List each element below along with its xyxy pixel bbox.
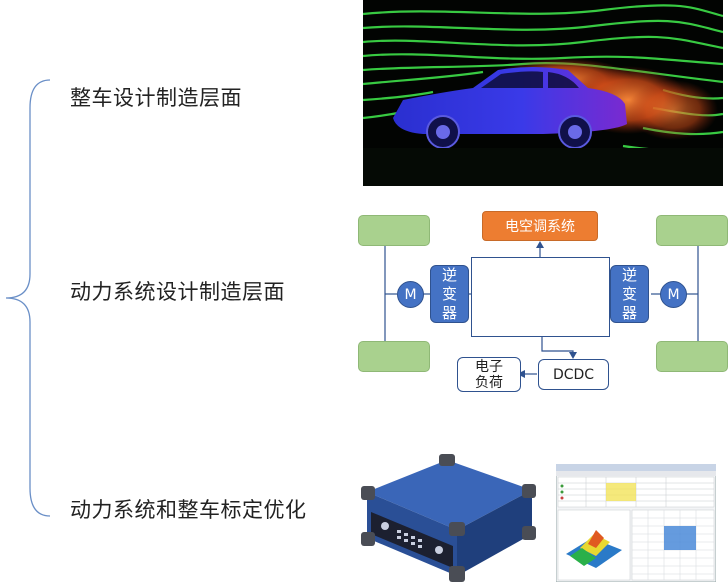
inverter-left-char-3: 器 [441, 303, 457, 322]
inverter-right-char-2: 变 [621, 284, 637, 303]
brace [5, 79, 51, 517]
wind-tunnel-photo [363, 0, 723, 186]
motor-right: M [660, 281, 687, 308]
inverter-right: 逆 变 器 [610, 265, 649, 323]
dcdc-box: DCDC [538, 359, 609, 390]
wheel-front-left [358, 215, 430, 246]
electronic-load-line-2: 负荷 [475, 374, 503, 391]
heading-vehicle-design: 整车设计制造层面 [70, 86, 242, 110]
wheel-front-right [656, 215, 728, 246]
calibration-software-screenshot [555, 463, 717, 583]
diagram-lines [384, 241, 699, 378]
motor-left: M [397, 281, 424, 308]
wheel-rear-left [358, 341, 430, 372]
inverter-left: 逆 变 器 [430, 265, 469, 323]
electronic-load-line-1: 电子 [475, 358, 503, 375]
ac-system-box: 电空调系统 [482, 211, 598, 241]
wheel-rear-right [656, 341, 728, 372]
heading-calibration: 动力系统和整车标定优化 [70, 498, 307, 522]
inverter-left-char-1: 逆 [441, 265, 457, 284]
inverter-right-char-1: 逆 [621, 265, 637, 284]
inverter-right-char-3: 器 [621, 303, 637, 322]
heading-powertrain-design: 动力系统设计制造层面 [70, 280, 285, 304]
calibration-device-photo [357, 452, 537, 584]
electronic-load-box: 电子 负荷 [457, 357, 521, 392]
center-box [471, 257, 610, 337]
inverter-left-char-2: 变 [441, 284, 457, 303]
